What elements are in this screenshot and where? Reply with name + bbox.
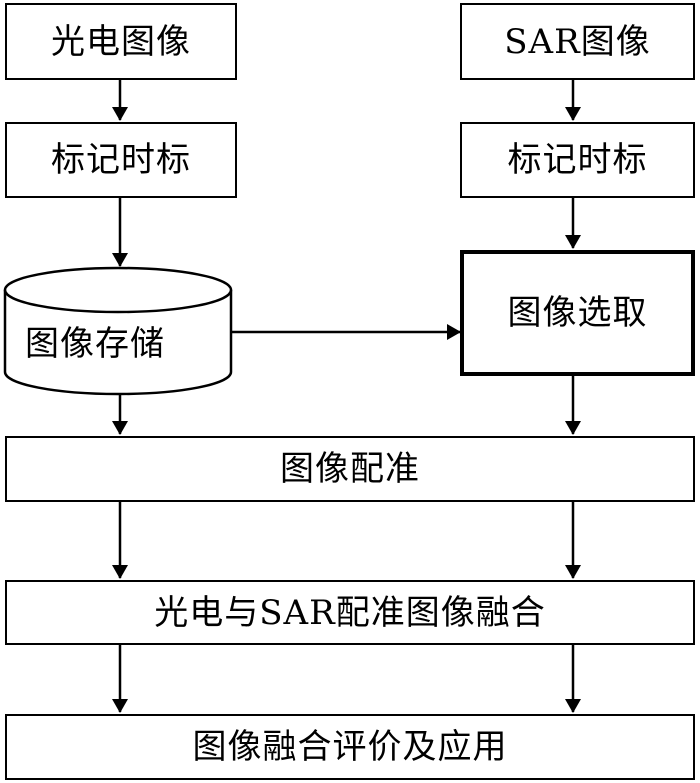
optical-timestamp-box: 标记时标	[5, 122, 237, 198]
evaluation-label: 图像融合评价及应用	[192, 727, 508, 767]
fusion-label: 光电与SAR配准图像融合	[154, 592, 546, 633]
evaluation-box: 图像融合评价及应用	[5, 714, 695, 780]
sar-image-label: SAR图像	[504, 21, 651, 62]
image-storage-label: 图像存储	[25, 324, 165, 364]
image-selection-box: 图像选取	[460, 250, 695, 376]
image-registration-label: 图像配准	[280, 449, 420, 489]
sar-timestamp-label: 标记时标	[507, 140, 648, 180]
image-registration-box: 图像配准	[5, 436, 695, 502]
optical-timestamp-label: 标记时标	[51, 140, 191, 180]
storage-cylinder	[3, 266, 233, 396]
image-selection-label: 图像选取	[507, 293, 648, 333]
optical-image-box: 光电图像	[5, 3, 237, 80]
optical-image-label: 光电图像	[51, 21, 191, 62]
sar-timestamp-box: 标记时标	[460, 122, 695, 198]
fusion-box: 光电与SAR配准图像融合	[5, 580, 695, 645]
sar-image-box: SAR图像	[460, 3, 695, 80]
